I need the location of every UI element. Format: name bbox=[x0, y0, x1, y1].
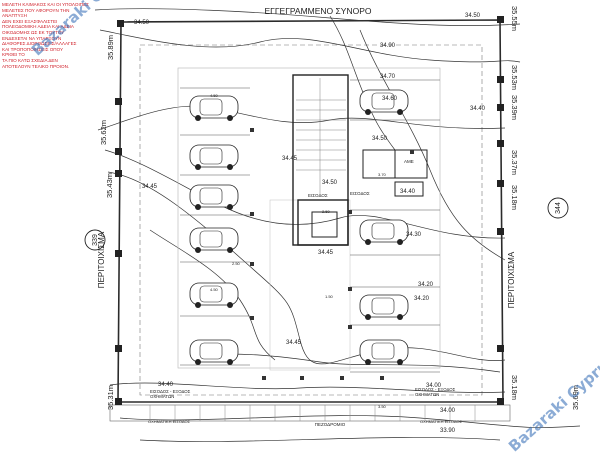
level-20: 34.40 bbox=[400, 189, 416, 195]
car-7 bbox=[359, 89, 409, 115]
note-line: ΔΙΑΦΟΡΕΣ ΔΙΟΡΘΩΣΕΙΣ/ΑΛΛΑΓΕΣ bbox=[2, 41, 77, 47]
dim-right-bottom: 35.18m bbox=[510, 375, 519, 400]
level-7: 34.50 bbox=[372, 136, 388, 142]
dim-d2: 2.50 bbox=[322, 209, 331, 214]
note-line: ΜΕΛΕΤΕΣ ΠΟΥ ΑΦΟΡΟΥΝ ΤΗΝ bbox=[2, 7, 70, 13]
level-9: 34.30 bbox=[406, 232, 422, 238]
spot-levels: 34.50 34.90 34.45 34.40 34.45 34.50 34.5… bbox=[134, 13, 486, 434]
plot-right-circle bbox=[547, 197, 569, 219]
road-strip bbox=[109, 404, 511, 422]
car-2 bbox=[189, 144, 239, 170]
level-13: 34.40 bbox=[158, 382, 174, 388]
entrance-right-label: ΕΙΣΟΔΟΣ - ΕΞΟΔΟΣ ΟΧΗΜΑΤΩΝ bbox=[415, 387, 456, 397]
setback-line bbox=[139, 44, 483, 396]
level-6: 34.50 bbox=[322, 180, 338, 186]
level-5: 34.45 bbox=[142, 184, 158, 190]
dim-right-c: 35.37m bbox=[510, 150, 519, 175]
level-17: 33.90 bbox=[440, 428, 456, 434]
columns bbox=[250, 128, 414, 380]
level-10: 34.20 bbox=[418, 282, 434, 288]
dim-right-b: 35.39m bbox=[510, 95, 519, 120]
dim-left-low: 35.43m bbox=[105, 173, 114, 198]
level-12: 34.45 bbox=[318, 250, 334, 256]
level-19: 34.70 bbox=[380, 74, 396, 80]
plot-left-circle bbox=[84, 229, 106, 251]
level-14: 34.00 bbox=[426, 383, 442, 389]
level-18: 34.50 bbox=[465, 13, 481, 19]
dim-d7: 2.50 bbox=[232, 261, 241, 266]
note-line: ΑΝΑΠΤΥΞΗ bbox=[2, 13, 27, 19]
car-3 bbox=[189, 184, 239, 210]
dim-d3: 3.70 bbox=[378, 172, 387, 177]
note-line: ΕΝΔΕΧΕΤΑΙ ΝΑ ΥΠΑΡΞΟΥΝ bbox=[2, 35, 62, 41]
dim-right-d: 35.18m bbox=[510, 185, 519, 210]
entrance-center-label: ΕΙΣΟΔΟΣ bbox=[308, 193, 328, 198]
note-line: ΑΠΟΤΕΛΟΥΝ ΤΕΛΙΚΟ ΠΡΟΙΟΝ. bbox=[2, 63, 70, 69]
top-boundary-label: ΕΓΓΕΓΡΑΜΜΕΝΟ ΣΥΝΟΡΟ bbox=[265, 6, 372, 16]
entrance-right-line: ΕΙΣΟΔΟΣ - ΕΞΟΔΟΣ bbox=[415, 387, 456, 392]
road-hatch bbox=[149, 405, 476, 421]
boundary-markers bbox=[115, 16, 504, 405]
dim-d4: 1.50 bbox=[325, 294, 334, 299]
dim-d1: 4.50 bbox=[210, 93, 219, 98]
note-line: ΜΕΛΕΤΗ ΚΛΙΜΑΚΟΣ ΚΑΙ ΟΙ ΥΠΟΛΟΙΠΕΣ bbox=[2, 2, 89, 7]
level-15: 34.00 bbox=[440, 408, 456, 414]
level-16: 34.45 bbox=[286, 340, 302, 346]
bottom-road-right-label: ΟΧΗΜΑΤΙΚΗ ΕΙΣΟΔΟΣ bbox=[420, 419, 463, 424]
dim-left-mid: 35.62m bbox=[99, 120, 108, 145]
car-5 bbox=[189, 282, 239, 308]
note-line: ΠΟΛΕΟΔΟΜΙΚΗ ΑΔΕΙΑ ΚΑΙ ΑΔΕΙΑ bbox=[2, 24, 74, 30]
dim-d5: 3.50 bbox=[378, 404, 387, 409]
pedestrian-label: ΠΕΖΟΔΡΟΜΙΟ bbox=[315, 422, 346, 427]
stair-treads bbox=[296, 78, 346, 195]
dim-right-a: 35.53m bbox=[510, 65, 519, 90]
left-side-label: ΠΕΡΙΤΟΙΧΙΣΜΑ bbox=[97, 231, 106, 288]
car-9 bbox=[359, 294, 409, 320]
car-4 bbox=[189, 227, 239, 253]
car-1 bbox=[189, 95, 239, 121]
dim-left-bottom: 35.31m bbox=[106, 385, 115, 410]
car-10 bbox=[359, 339, 409, 365]
dim-bottom-right: 35.69m bbox=[571, 385, 580, 410]
dim-d6: 4.50 bbox=[210, 287, 219, 292]
entrance-center2-label: ΕΙΣΟΔΟΣ bbox=[350, 191, 370, 196]
entrance-left-line: ΕΙΣΟΔΟΣ - ΕΞΟΔΟΣ bbox=[150, 389, 191, 394]
entrance-left-label: ΕΙΣΟΔΟΣ - ΕΞΟΔΟΣ ΟΧΗΜΑΤΩΝ bbox=[150, 389, 191, 399]
note-line: ΚΑΙ ΤΡΟΠΟΠΟΙΗΣΕΙΣ ΟΠΟΥ bbox=[2, 46, 64, 52]
note-line: ΚΡΙΘΕΙ ΤΟ bbox=[2, 52, 25, 58]
plot-right-number: 344 bbox=[555, 202, 562, 214]
level-3: 34.45 bbox=[282, 156, 298, 162]
level-8: 34.60 bbox=[382, 96, 398, 102]
driveway bbox=[269, 199, 351, 371]
level-1: 34.50 bbox=[134, 20, 150, 26]
parking-area bbox=[177, 67, 441, 369]
stair-core bbox=[292, 74, 349, 246]
bottom-road-left-label: ΟΧΗΜΑΤΙΚΗ ΕΙΣΟΔΟΣ bbox=[148, 419, 191, 424]
note-line: ΟΙΚΟΔΟΜΗΣ ΩΣ ΕΚ ΤΟΥΤΟΥ bbox=[2, 29, 65, 35]
contour-lines bbox=[94, 8, 581, 442]
dim-left-top: 35.89m bbox=[106, 35, 115, 60]
entrance-label-line: ΟΧΗΜΑΤΩΝ bbox=[150, 394, 174, 399]
dim-top-right: 35.55m bbox=[510, 6, 519, 31]
room-ame-label: ΑΜΕ bbox=[404, 159, 414, 164]
lift-shaft bbox=[311, 211, 338, 238]
right-side-label: ΠΕΡΙΤΟΙΧΙΣΜΑ bbox=[507, 251, 516, 308]
level-4: 34.40 bbox=[470, 106, 486, 112]
car-8 bbox=[359, 219, 409, 245]
entrance-label-line: ΟΧΗΜΑΤΩΝ bbox=[415, 392, 439, 397]
parking-bays bbox=[180, 79, 440, 373]
car-6 bbox=[189, 339, 239, 365]
level-11: 34.20 bbox=[414, 296, 430, 302]
note-line: ΔΕΝ ΕΧΕΙ ΕΞΑΣΦΑΛΙΣΤΕΙ bbox=[2, 18, 58, 24]
plot-left-number: 339 bbox=[92, 234, 99, 246]
note-line: ΤΑ ΠΙΟ ΚΑΤΩ ΣΧΕΔΙΑ ΔΕΝ bbox=[2, 57, 58, 63]
utility-rooms bbox=[362, 149, 428, 197]
plot-boundary bbox=[117, 19, 504, 403]
level-2: 34.90 bbox=[380, 43, 396, 49]
